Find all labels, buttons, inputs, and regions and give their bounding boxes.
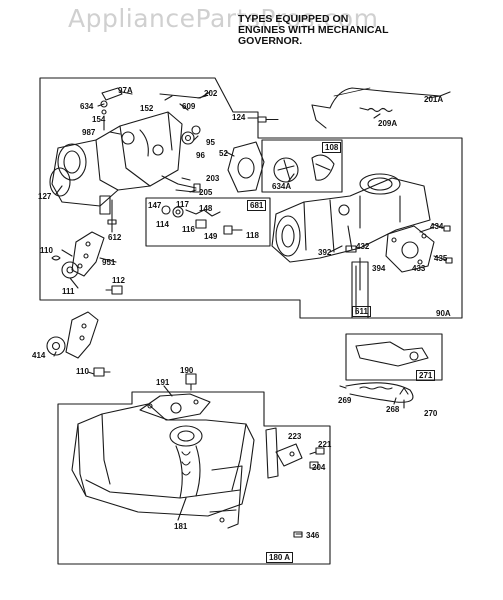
callout-180a: 180 A [266, 552, 294, 563]
callout-681: 681 [247, 200, 267, 211]
callout-154: 154 [92, 115, 106, 124]
carburetor-body-right [271, 177, 431, 263]
group-box-681 [145, 197, 271, 247]
gasket-52 [227, 141, 265, 193]
callout-223: 223 [288, 432, 302, 441]
callout-414: 414 [32, 351, 46, 360]
group-box-108 [261, 139, 343, 193]
callout-270: 270 [424, 409, 438, 418]
callout-432: 432 [356, 242, 370, 251]
callout-147: 147 [148, 201, 162, 210]
callout-112: 112 [112, 276, 125, 285]
callout-434: 434 [430, 222, 444, 231]
governor-bracket-951 [71, 231, 105, 277]
callout-268: 268 [386, 405, 400, 414]
callout-111: 111 [62, 287, 75, 296]
callout-116: 116 [182, 225, 195, 234]
bracket-223 [265, 427, 279, 479]
callout-394: 394 [372, 264, 386, 273]
callout-108: 108 [322, 142, 342, 153]
callout-110-lower: 110 [76, 367, 89, 376]
callout-191: 191 [156, 378, 170, 387]
callout-97a: 97A [118, 86, 133, 95]
callout-346: 346 [306, 531, 320, 540]
group-box-271 [345, 333, 443, 381]
callout-269: 269 [338, 396, 352, 405]
callout-95: 95 [206, 138, 215, 147]
callout-634: 634 [80, 102, 94, 111]
callout-204: 204 [312, 463, 326, 472]
callout-433: 433 [412, 264, 426, 273]
callout-149: 149 [204, 232, 218, 241]
callout-209a: 209A [378, 119, 398, 128]
callout-435: 435 [434, 254, 448, 263]
callout-221: 221 [318, 440, 332, 449]
callout-987: 987 [82, 128, 96, 137]
callout-110: 110 [40, 246, 53, 255]
callout-127: 127 [38, 192, 52, 201]
pump-cover [385, 225, 435, 273]
callout-611: 611 [352, 306, 371, 317]
callout-190: 190 [180, 366, 194, 375]
callout-201a: 201A [424, 95, 444, 104]
callout-203: 203 [206, 174, 220, 183]
callout-90a: 90A [436, 309, 451, 318]
callout-951: 951 [102, 258, 116, 267]
callout-271: 271 [416, 370, 436, 381]
gasket-191 [139, 393, 211, 421]
callout-392: 392 [318, 248, 332, 257]
callout-609: 609 [182, 102, 196, 111]
throttle-link-201a [311, 87, 451, 109]
callout-634a: 634A [272, 182, 292, 191]
callout-124: 124 [232, 113, 246, 122]
carburetor-body-left [51, 111, 183, 207]
callout-205: 205 [199, 188, 213, 197]
callout-114: 114 [156, 220, 169, 229]
callout-96: 96 [196, 151, 205, 160]
note-line: ENGINES WITH MECHANICAL [238, 24, 389, 36]
callout-612: 612 [108, 233, 122, 242]
callout-117: 117 [176, 200, 189, 209]
callout-118: 118 [246, 231, 259, 240]
fuel-tank [71, 403, 255, 517]
callout-152: 152 [140, 104, 154, 113]
callout-148: 148 [199, 204, 213, 213]
callout-181: 181 [174, 522, 188, 531]
governor-lever-414 [65, 311, 99, 359]
note-line: GOVERNOR. [238, 35, 303, 47]
group-boundary-180a [57, 391, 331, 565]
callout-52: 52 [219, 149, 228, 158]
spring-209a [367, 107, 393, 113]
throttle-lever-97a [101, 87, 123, 101]
note-line: TYPES EQUIPPED ON [238, 13, 349, 25]
callout-202: 202 [204, 89, 218, 98]
note-text: TYPES EQUIPPED ON ENGINES WITH MECHANICA… [238, 14, 389, 47]
watermark: AppliancePartsPros.com [68, 4, 379, 33]
group-boundary-90a [39, 77, 463, 319]
